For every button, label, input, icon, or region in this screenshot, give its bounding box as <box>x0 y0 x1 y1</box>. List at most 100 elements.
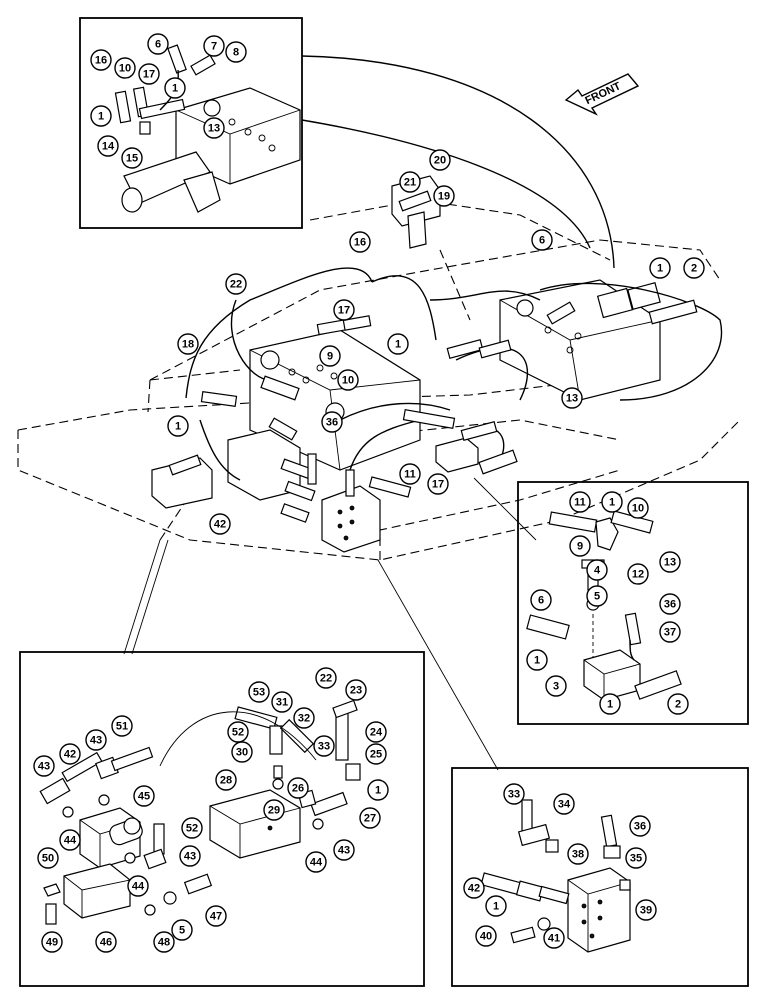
callout-main-15: 1 <box>167 415 189 437</box>
callout-inset-top-6: 8 <box>225 41 247 63</box>
inset-right-frame <box>517 481 749 725</box>
callout-number: 45 <box>138 791 150 803</box>
callout-number: 32 <box>298 713 310 725</box>
callout-inset-bottom-right-2: 36 <box>629 815 651 837</box>
callout-number: 51 <box>116 721 128 733</box>
callout-number: 23 <box>350 685 362 697</box>
callout-number: 10 <box>342 375 354 387</box>
callout-number: 20 <box>434 155 446 167</box>
callout-number: 1 <box>175 421 181 433</box>
callout-inset-bottom-right-1: 34 <box>553 793 575 815</box>
callout-inset-right-5: 13 <box>659 551 681 573</box>
callout-number: 33 <box>318 741 330 753</box>
callout-inset-bottom-left-6: 24 <box>365 721 387 743</box>
callout-inset-bottom-left-17: 1 <box>367 779 389 801</box>
callout-inset-bottom-left-24: 50 <box>37 847 59 869</box>
callout-main-9: 1 <box>387 333 409 355</box>
callout-number: 17 <box>432 479 444 491</box>
callout-number: 1 <box>609 497 615 509</box>
callout-inset-bottom-left-22: 43 <box>179 845 201 867</box>
callout-inset-bottom-left-11: 30 <box>231 741 253 763</box>
callout-number: 5 <box>179 925 185 937</box>
callout-inset-right-2: 10 <box>627 497 649 519</box>
callout-inset-bottom-left-21: 52 <box>181 817 203 839</box>
callout-main-1: 21 <box>399 171 421 193</box>
callout-number: 37 <box>664 627 676 639</box>
callout-main-0: 20 <box>429 149 451 171</box>
callout-main-5: 1 <box>649 257 671 279</box>
callout-inset-bottom-left-20: 44 <box>59 829 81 851</box>
callout-inset-right-3: 9 <box>569 535 591 557</box>
callout-number: 27 <box>364 813 376 825</box>
callout-number: 5 <box>594 591 600 603</box>
callout-inset-bottom-left-1: 31 <box>271 691 293 713</box>
callout-number: 39 <box>640 905 652 917</box>
callout-number: 17 <box>143 69 155 81</box>
callout-inset-bottom-left-9: 42 <box>59 743 81 765</box>
callout-number: 43 <box>38 761 50 773</box>
callout-number: 17 <box>338 305 350 317</box>
callout-inset-right-4: 12 <box>627 563 649 585</box>
callout-inset-bottom-left-31: 46 <box>95 931 117 953</box>
callout-number: 30 <box>236 747 248 759</box>
callout-number: 1 <box>375 785 381 797</box>
callout-inset-bottom-right-7: 39 <box>635 899 657 921</box>
callout-inset-bottom-left-14: 28 <box>215 769 237 791</box>
callout-inset-right-13: 1 <box>599 693 621 715</box>
callout-number: 1 <box>607 699 613 711</box>
callout-main-18: 17 <box>427 473 449 495</box>
callout-inset-bottom-right-9: 41 <box>543 927 565 949</box>
callout-inset-bottom-right-5: 42 <box>463 877 485 899</box>
callout-inset-top-7: 1 <box>164 77 186 99</box>
callout-inset-right-12: 3 <box>545 675 567 697</box>
callout-number: 38 <box>572 849 584 861</box>
callout-number: 6 <box>155 39 161 51</box>
callout-inset-right-7: 5 <box>586 585 608 607</box>
callout-number: 43 <box>184 851 196 863</box>
callout-number: 11 <box>574 497 586 509</box>
callout-main-3: 16 <box>349 231 371 253</box>
callout-inset-bottom-left-4: 23 <box>345 679 367 701</box>
callout-inset-bottom-left-2: 32 <box>293 707 315 729</box>
callout-inset-right-0: 11 <box>569 491 591 513</box>
callout-number: 1 <box>657 263 663 275</box>
callout-inset-bottom-right-8: 40 <box>475 925 497 947</box>
callout-number: 11 <box>404 469 416 481</box>
inset-bottom-left-frame <box>19 651 425 987</box>
callout-number: 6 <box>539 235 545 247</box>
callout-inset-top-2: 17 <box>138 63 160 85</box>
inset-top-left-frame <box>79 17 303 229</box>
main-small-block <box>321 485 381 553</box>
main-fittings <box>168 190 698 523</box>
callout-main-14: 36 <box>321 411 343 433</box>
callout-number: 18 <box>182 339 194 351</box>
callout-number: 16 <box>95 55 107 67</box>
callout-number: 36 <box>664 599 676 611</box>
callout-inset-bottom-left-16: 26 <box>287 777 309 799</box>
callout-number: 25 <box>370 749 382 761</box>
callout-number: 10 <box>632 503 644 515</box>
callout-number: 3 <box>553 681 559 693</box>
callout-number: 8 <box>233 47 239 59</box>
callout-number: 1 <box>172 83 178 95</box>
callout-number: 13 <box>664 557 676 569</box>
callout-number: 31 <box>276 697 288 709</box>
callout-number: 48 <box>158 937 170 949</box>
callout-inset-top-3: 1 <box>90 105 112 127</box>
main-valve-right <box>499 279 661 401</box>
callout-number: 53 <box>253 687 265 699</box>
callout-number: 10 <box>119 63 131 75</box>
callout-number: 1 <box>534 655 540 667</box>
main-hoses <box>185 267 723 481</box>
callout-main-4: 6 <box>531 229 553 251</box>
callout-number: 50 <box>42 853 54 865</box>
callout-inset-top-1: 10 <box>114 57 136 79</box>
callout-number: 46 <box>100 937 112 949</box>
callout-number: 43 <box>90 735 102 747</box>
callout-main-6: 2 <box>683 257 705 279</box>
callout-inset-bottom-left-15: 29 <box>263 799 285 821</box>
callout-number: 36 <box>634 821 646 833</box>
callout-inset-bottom-right-0: 33 <box>503 783 525 805</box>
callout-number: 22 <box>320 673 332 685</box>
callout-number: 49 <box>46 937 58 949</box>
